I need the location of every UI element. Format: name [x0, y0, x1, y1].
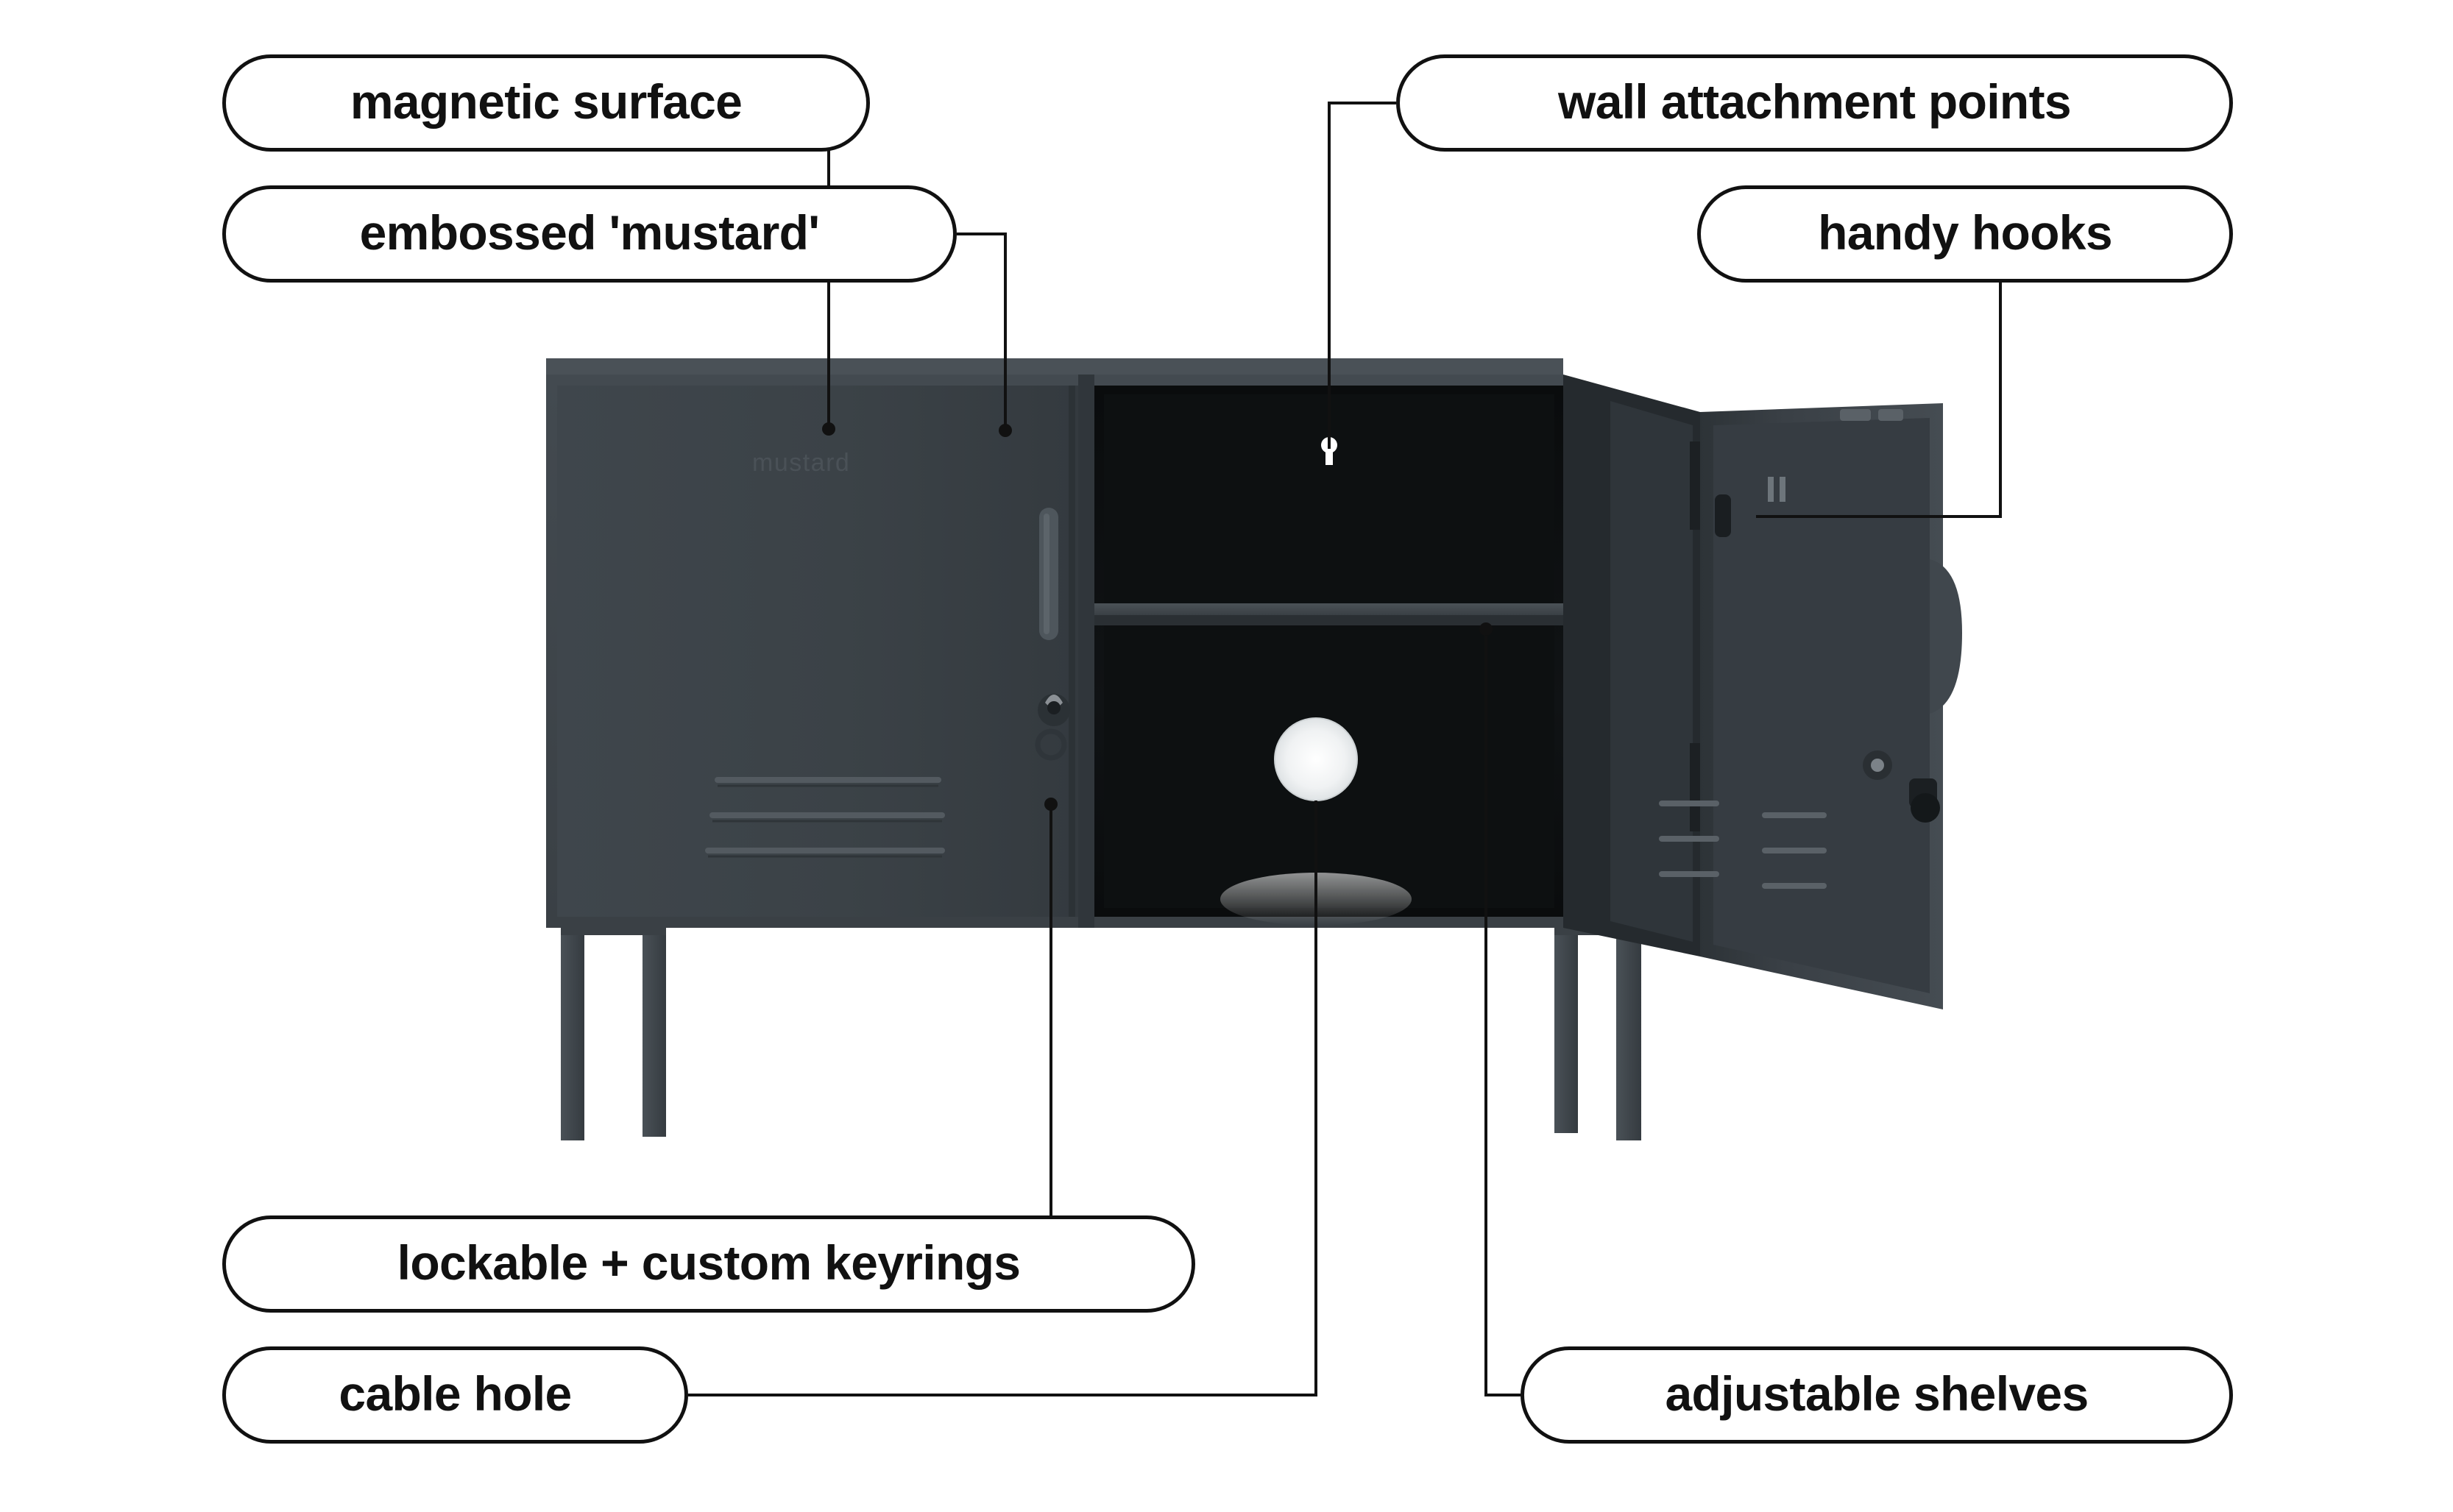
callout-embossed-mustard[interactable]: embossed 'mustard' [222, 185, 957, 283]
embossed-logo-text: mustard [752, 449, 850, 477]
callout-magnetic-surface[interactable]: magnetic surface [222, 54, 870, 152]
callout-label: cable hole [339, 1366, 572, 1421]
callout-label: handy hooks [1818, 205, 2112, 260]
locker-legs [561, 916, 1641, 1140]
open-door [1563, 375, 1962, 1009]
callout-adjustable-shelves[interactable]: adjustable shelves [1521, 1346, 2233, 1444]
callout-cable-hole[interactable]: cable hole [222, 1346, 688, 1444]
callout-label: lockable + custom keyrings [397, 1235, 1021, 1290]
locker-body: mustard [546, 358, 1563, 928]
door-latch [1863, 750, 1940, 823]
cable-hole-circle [1275, 718, 1357, 801]
callout-handy-hooks[interactable]: handy hooks [1697, 185, 2233, 283]
callout-label: magnetic surface [350, 74, 743, 129]
callout-label: adjustable shelves [1665, 1366, 2089, 1421]
callout-label: embossed 'mustard' [359, 205, 820, 260]
callout-label: wall attachment points [1558, 74, 2072, 129]
callout-lockable-custom-keyrings[interactable]: lockable + custom keyrings [222, 1215, 1195, 1313]
callout-wall-attachment-points[interactable]: wall attachment points [1396, 54, 2233, 152]
